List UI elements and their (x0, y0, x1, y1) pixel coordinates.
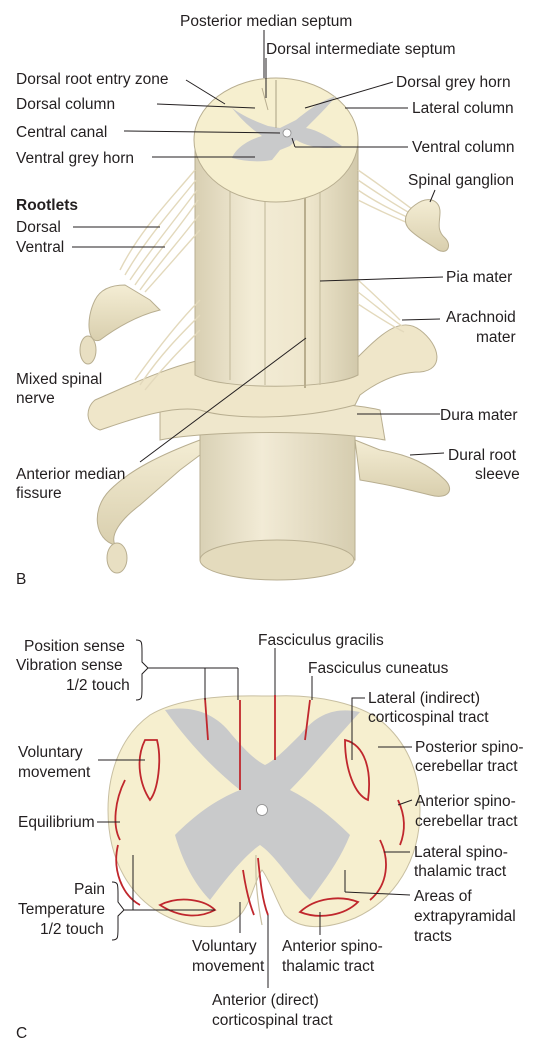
tract-boundaries (114, 695, 405, 917)
central-canal-label: Central canal (16, 124, 107, 141)
anterior-spinocerebellar-tract-label-line1: Anterior spino- (415, 793, 516, 810)
dural-root-sleeve-label-line2: sleeve (475, 466, 520, 483)
dorsal-root-entry-zone-label: Dorsal root entry zone (16, 71, 169, 88)
pain-label: Pain (74, 881, 105, 898)
anterior-median-fissure-label-line1: Anterior median (16, 466, 125, 483)
dorsal-intermediate-septum-label: Dorsal intermediate septum (266, 41, 456, 58)
anterior-corticospinal-tract-label-line2: corticospinal tract (212, 1012, 333, 1029)
posterior-median-septum-label: Posterior median septum (180, 13, 352, 30)
mixed-spinal-nerve-label-line2: nerve (16, 390, 55, 407)
anterior-spinothalamic-tract-label-line2: thalamic tract (282, 958, 375, 975)
cord-section-c (107, 695, 421, 928)
panel-c-labels: Position sense Vibration sense 1/2 touch… (16, 632, 524, 1042)
dorsal-grey-horn-label: Dorsal grey horn (396, 74, 511, 91)
rootlets-dorsal-label: Dorsal (16, 219, 61, 236)
temperature-label: Temperature (18, 901, 105, 918)
lateral-corticospinal-tract-label-line1: Lateral (indirect) (368, 690, 480, 707)
anterior-median-fissure-label-line2: fissure (16, 485, 62, 502)
panel-b: Posterior median septum Dorsal intermedi… (16, 13, 520, 588)
voluntary-movement-left-label-line2: movement (18, 764, 91, 781)
dorsal-column-label: Dorsal column (16, 96, 115, 113)
rootlets-label: Rootlets (16, 197, 78, 214)
fasciculus-cuneatus-label: Fasciculus cuneatus (308, 660, 449, 677)
extrapyramidal-tracts-label-line1: Areas of (414, 888, 472, 905)
panel-b-letter: B (16, 571, 26, 588)
voluntary-movement-bottom-label-line1: Voluntary (192, 938, 257, 955)
lateral-corticospinal-tract-label-line2: corticospinal tract (368, 709, 489, 726)
posterior-spinocerebellar-tract-label-line1: Posterior spino- (415, 739, 524, 756)
arachnoid-mater-label-line1: Arachnoid (446, 309, 516, 326)
extrapyramidal-tracts-label-line3: tracts (414, 928, 452, 945)
voluntary-movement-bottom-label-line2: movement (192, 958, 265, 975)
panel-b-labels: Posterior median septum Dorsal intermedi… (16, 13, 520, 588)
panel-c-leaders (97, 648, 413, 988)
arachnoid-mater-label-line2: mater (476, 329, 516, 346)
posterior-spinocerebellar-tract-label-line2: cerebellar tract (415, 758, 518, 775)
rootlets-ventral-label: Ventral (16, 239, 64, 256)
anterior-spinocerebellar-tract-label-line2: cerebellar tract (415, 813, 518, 830)
half-touch-bottom-label: 1/2 touch (40, 921, 104, 938)
equilibrium-label: Equilibrium (18, 814, 95, 831)
dura-mater-label: Dura mater (440, 407, 518, 424)
panel-c: Position sense Vibration sense 1/2 touch… (16, 632, 524, 1042)
dura-mater-sleeve (96, 401, 450, 581)
cord-cross-section (193, 77, 359, 203)
anterior-spinothalamic-tract-label-line1: Anterior spino- (282, 938, 383, 955)
fasciculus-gracilis-label: Fasciculus gracilis (258, 632, 384, 649)
ventral-grey-horn-label: Ventral grey horn (16, 150, 134, 167)
lateral-spinothalamic-tract-label-line1: Lateral spino- (414, 844, 508, 861)
spinal-ganglion-label: Spinal ganglion (408, 172, 514, 189)
dural-root-sleeve-label-line1: Dural root (448, 447, 517, 464)
anterior-corticospinal-tract-label-line1: Anterior (direct) (212, 992, 319, 1009)
spinal-ganglion (404, 199, 449, 252)
panel-b-leaders (72, 30, 445, 463)
rootlets (119, 169, 427, 391)
voluntary-movement-left-label-line1: Voluntary (18, 744, 83, 761)
panel-c-letter: C (16, 1025, 27, 1042)
vibration-sense-label: Vibration sense (16, 657, 123, 674)
half-touch-top-label: 1/2 touch (66, 677, 130, 694)
lateral-spinothalamic-tract-label-line2: thalamic tract (414, 863, 507, 880)
mixed-spinal-nerve-label-line1: Mixed spinal (16, 371, 102, 388)
lateral-column-label: Lateral column (412, 100, 514, 117)
pia-mater-label: Pia mater (446, 269, 512, 286)
ventral-column-label: Ventral column (412, 139, 515, 156)
position-sense-label: Position sense (24, 638, 125, 655)
extrapyramidal-tracts-label-line2: extrapyramidal (414, 908, 516, 925)
